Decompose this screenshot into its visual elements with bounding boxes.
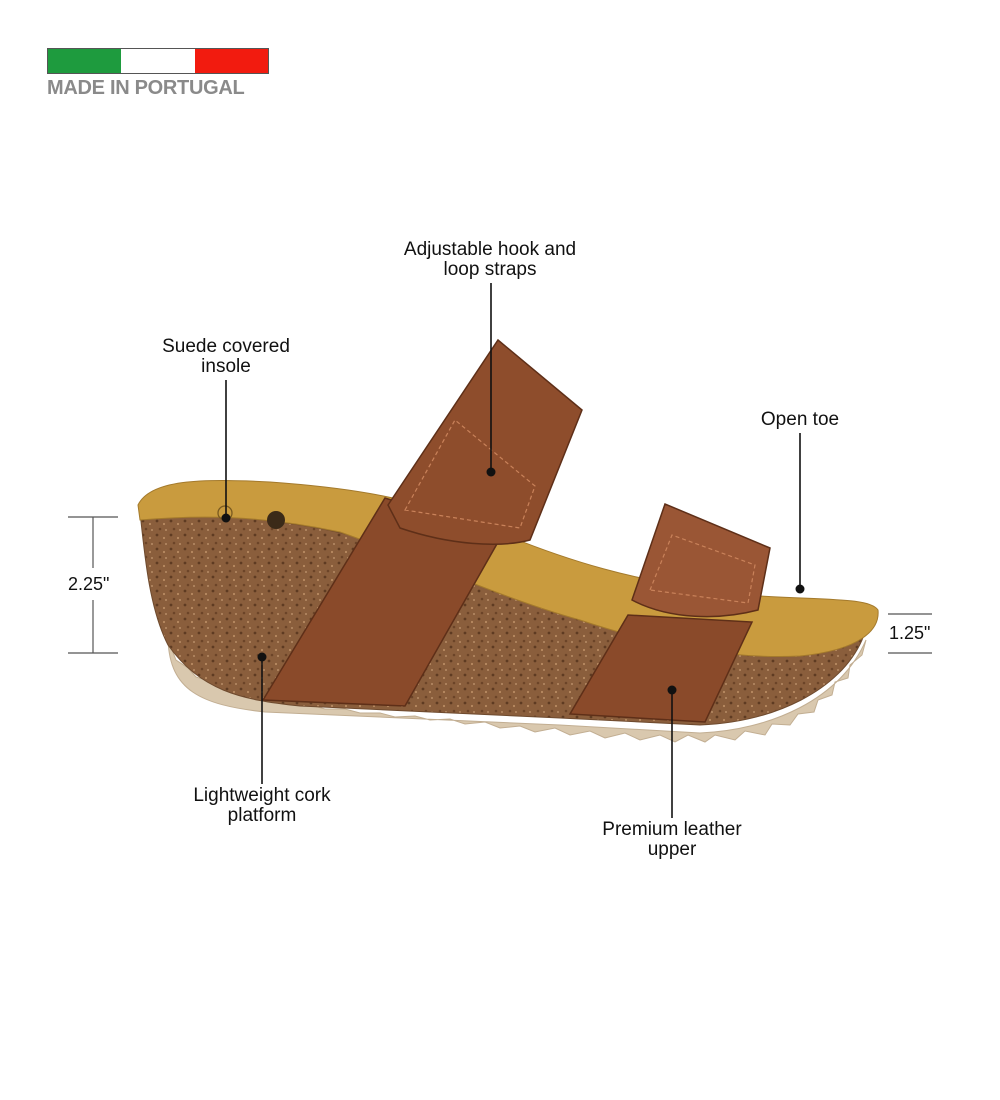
flag-stripe-red — [194, 49, 268, 73]
flag-stripe-white — [121, 49, 195, 73]
callout-platform-label: Lightweight cork platform — [193, 785, 331, 826]
badge-text: MADE IN PORTUGAL — [47, 77, 245, 99]
outsole — [167, 639, 867, 743]
callout-insole-label: Suede covered insole — [162, 336, 290, 377]
made-in-portugal-badge: MADE IN PORTUGAL — [47, 48, 269, 100]
front-strap-tab — [631, 502, 771, 618]
rear-strap-tab — [387, 338, 583, 545]
flag-stripe-green — [48, 49, 122, 73]
callout-toe-label: Open toe — [760, 409, 840, 430]
insole-logo-icon — [267, 511, 285, 529]
toe-height-label: 1.25" — [889, 623, 931, 643]
callout-straps-label: Adjustable hook and loop straps — [403, 239, 577, 280]
heel-height-label: 2.25" — [68, 574, 110, 594]
callout-upper-label: Premium leather upper — [602, 819, 742, 860]
front-strap — [568, 614, 754, 723]
flag-icon — [47, 48, 269, 74]
